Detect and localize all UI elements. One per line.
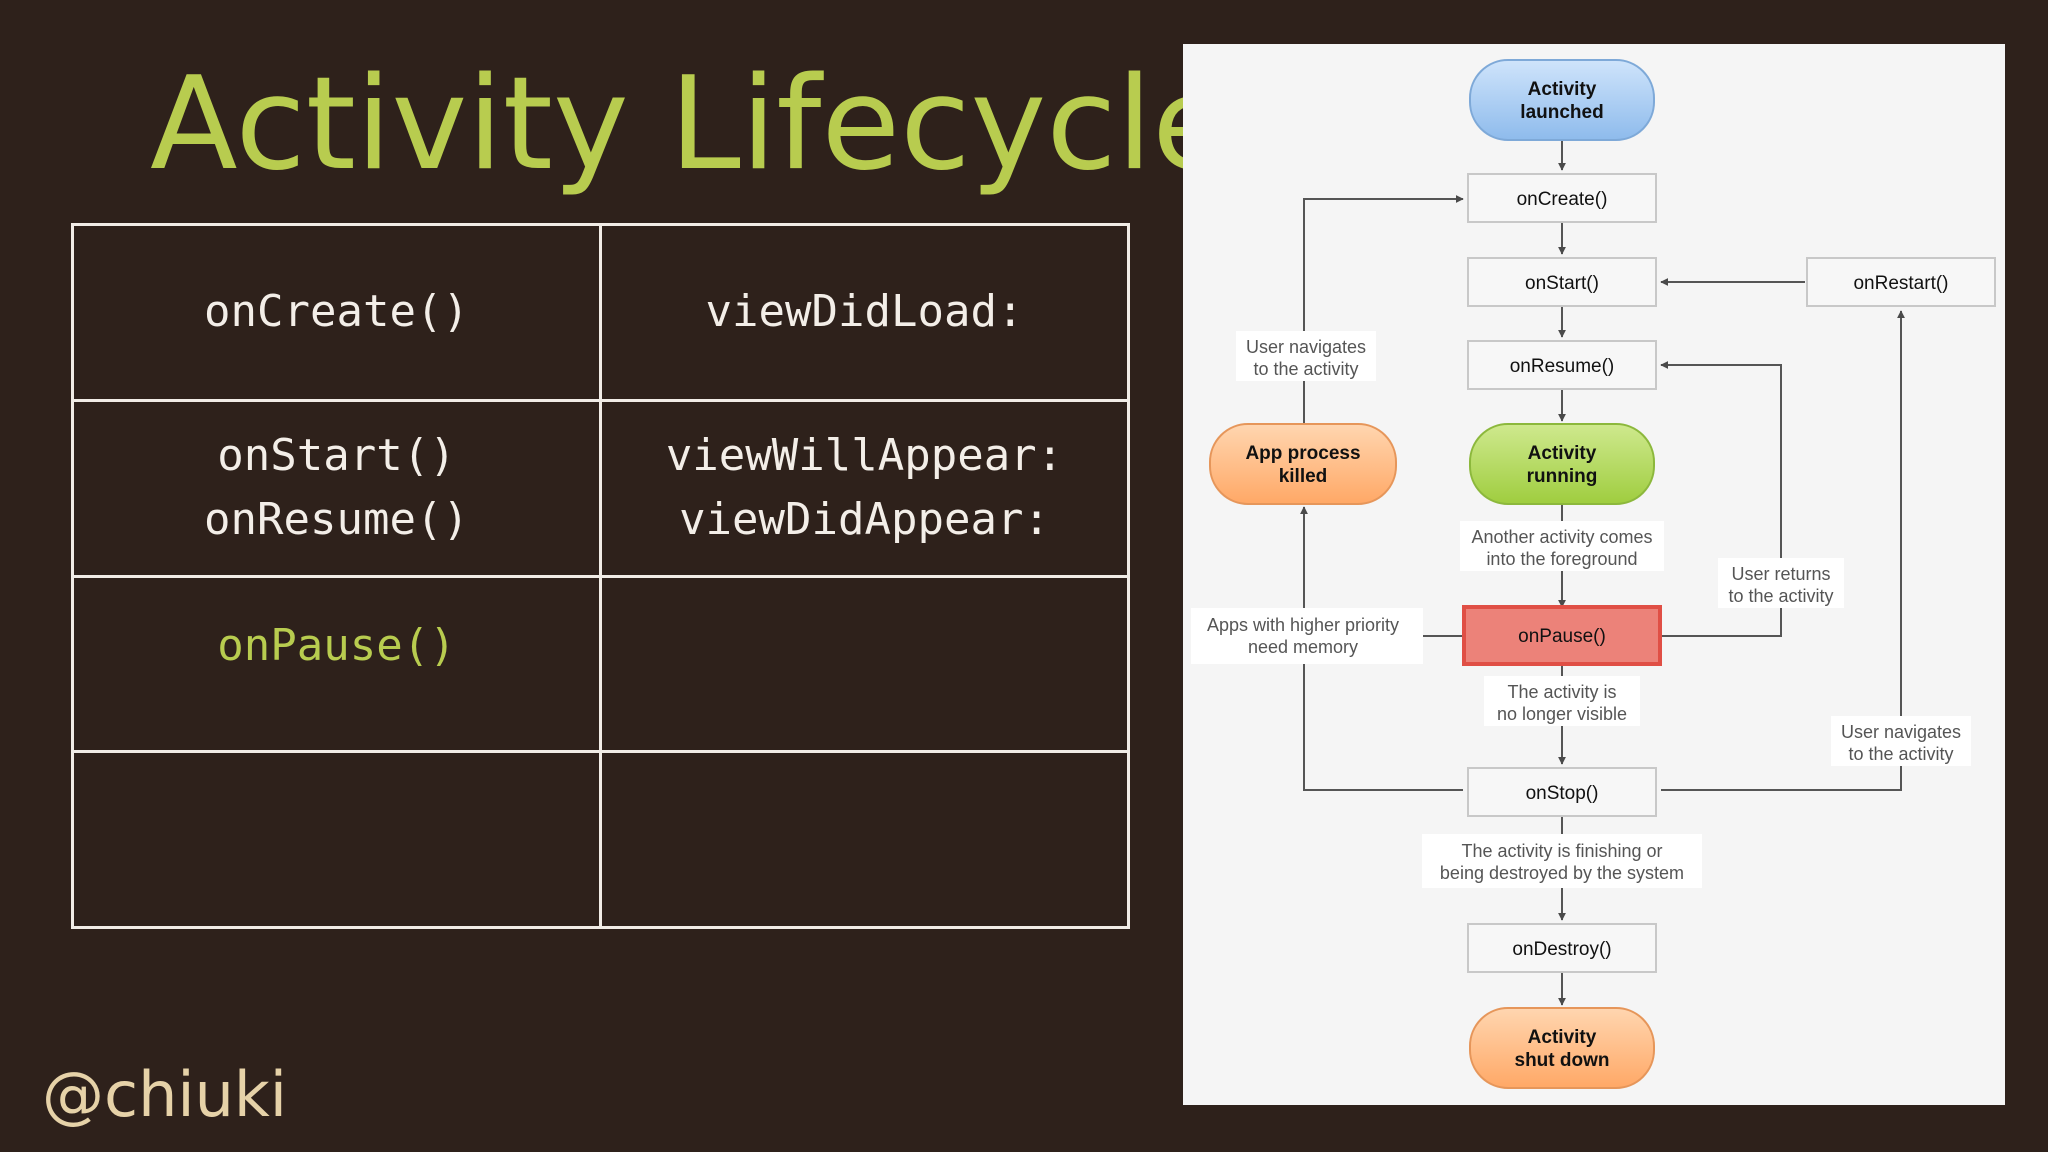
cell-line: onStart() xyxy=(217,430,456,482)
node-text: App process xyxy=(1245,443,1360,464)
ios-cell-view-appear: viewWillAppear: viewDidAppear: xyxy=(599,398,1130,578)
node-text: Activity xyxy=(1528,443,1597,464)
lifecycle-diagram: Activity launched Activity running App p… xyxy=(1191,59,1996,1089)
cell-line: onCreate() xyxy=(204,286,469,338)
table-row: onPause() xyxy=(71,574,1130,754)
label-text: into the foreground xyxy=(1486,549,1637,569)
node-text: killed xyxy=(1279,466,1328,487)
node-on-start: onStart() xyxy=(1467,257,1657,307)
node-text: onCreate() xyxy=(1517,189,1608,210)
node-text: Activity xyxy=(1528,1027,1597,1048)
node-app-process-killed: App process killed xyxy=(1209,423,1397,505)
label-text: no longer visible xyxy=(1497,704,1627,724)
arrow-pause-resume xyxy=(1660,361,1782,637)
table-row: onStart() onResume() viewWillAppear: vie… xyxy=(71,398,1130,578)
arrow-killed-create xyxy=(1303,195,1464,423)
label-text: to the activity xyxy=(1728,586,1833,606)
node-text: onDestroy() xyxy=(1512,939,1611,960)
android-cell-empty xyxy=(71,750,602,929)
author-handle: @chiuki xyxy=(42,1058,288,1131)
label-text: User returns xyxy=(1731,564,1830,584)
node-text: shut down xyxy=(1515,1050,1610,1071)
label-text: to the activity xyxy=(1253,359,1358,379)
label-higher-priority: Apps with higher priority need memory xyxy=(1191,608,1423,664)
label-user-navigates-left: User navigates to the activity xyxy=(1236,331,1376,381)
label-text: being destroyed by the system xyxy=(1440,863,1684,883)
android-cell-on-start-resume: onStart() onResume() xyxy=(71,398,602,578)
node-text: onRestart() xyxy=(1853,273,1948,294)
label-text: User navigates xyxy=(1841,722,1961,742)
label-text: Another activity comes xyxy=(1471,527,1652,547)
node-text: onStop() xyxy=(1526,783,1599,804)
table-row: onCreate() viewDidLoad: xyxy=(71,223,1130,402)
table-row xyxy=(71,750,1130,929)
node-on-restart: onRestart() xyxy=(1806,257,1996,307)
label-text: The activity is xyxy=(1507,682,1616,702)
slide-title: Activity Lifecycle xyxy=(150,50,1231,199)
node-text: onPause() xyxy=(1518,626,1606,647)
lifecycle-diagram-panel: Activity launched Activity running App p… xyxy=(1183,44,2005,1105)
label-user-navigates-right: User navigates to the activity xyxy=(1831,716,1971,766)
node-text: onResume() xyxy=(1510,356,1615,377)
cell-line: viewDidLoad: xyxy=(705,286,1024,338)
arrow-stop-restart xyxy=(1661,310,1905,791)
cell-line-highlighted: onPause() xyxy=(217,619,456,671)
label-another-activity: Another activity comes into the foregrou… xyxy=(1460,521,1664,571)
label-text: to the activity xyxy=(1848,744,1953,764)
label-no-longer-visible: The activity is no longer visible xyxy=(1484,676,1640,726)
android-cell-on-create: onCreate() xyxy=(71,223,602,402)
label-user-returns: User returns to the activity xyxy=(1718,558,1844,608)
node-on-destroy: onDestroy() xyxy=(1467,923,1657,973)
label-finishing: The activity is finishing or being destr… xyxy=(1422,834,1702,888)
node-text: onStart() xyxy=(1525,273,1599,294)
node-on-create: onCreate() xyxy=(1467,173,1657,223)
lifecycle-mapping-table: onCreate() viewDidLoad: onStart() onResu… xyxy=(71,223,1130,929)
node-on-stop: onStop() xyxy=(1467,767,1657,817)
label-text: The activity is finishing or xyxy=(1461,841,1662,861)
node-text: Activity xyxy=(1528,79,1597,100)
cell-line: viewDidAppear: xyxy=(679,494,1050,546)
node-on-pause: onPause() xyxy=(1462,605,1662,666)
node-activity-running: Activity running xyxy=(1469,423,1655,505)
node-activity-shut-down: Activity shut down xyxy=(1469,1007,1655,1089)
node-text: running xyxy=(1527,466,1598,487)
label-text: Apps with higher priority xyxy=(1207,615,1399,635)
ios-cell-empty xyxy=(599,750,1130,929)
label-text: need memory xyxy=(1248,637,1358,657)
node-on-resume: onResume() xyxy=(1467,340,1657,390)
android-cell-on-pause: onPause() xyxy=(71,574,602,754)
node-activity-launched: Activity launched xyxy=(1469,59,1655,141)
ios-cell-view-did-load: viewDidLoad: xyxy=(599,223,1130,402)
cell-line: viewWillAppear: xyxy=(665,430,1064,482)
label-text: User navigates xyxy=(1246,337,1366,357)
ios-cell-empty xyxy=(599,574,1130,754)
node-text: launched xyxy=(1520,102,1603,123)
arrow-stop-killed xyxy=(1300,506,1463,791)
cell-line: onResume() xyxy=(204,494,469,546)
